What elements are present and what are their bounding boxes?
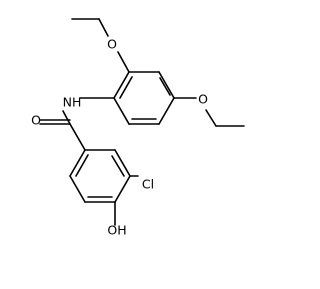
bond-n-c [62, 110, 71, 125]
bond-a6-a1 [113, 97, 130, 125]
bond-b6-b1-double [75, 154, 89, 177]
bond-b3-b4 [114, 175, 131, 203]
bond-a4-a5 [158, 97, 175, 125]
atom-label-hydroxyl: OH [107, 223, 126, 238]
bond-o-ch3-para [205, 109, 217, 127]
chemical-structure: O O NH O Cl OH [31, 18, 245, 238]
bond-a3-a3b [159, 77, 171, 96]
bond-b2-b3-double [111, 155, 125, 177]
bond-a3-a4 [158, 71, 175, 99]
bond-a1-a2 [113, 71, 130, 99]
bond-lines [39, 18, 245, 226]
bond-c-b1 [69, 123, 86, 151]
bond-b2-b3 [114, 149, 131, 177]
atom-labels: O O NH O Cl OH [31, 37, 208, 238]
bond-a1-a2-double [119, 76, 133, 99]
atom-label-carbonyl-o: O [31, 113, 41, 128]
atom-label-methoxy-ortho-o: O [107, 37, 117, 52]
bond-o-ch3-ortho [98, 18, 109, 37]
bond-a2-o [117, 51, 130, 73]
bond-b6-b1 [69, 149, 86, 177]
atom-label-amide-nh: NH [63, 95, 82, 110]
bond-b5-b6 [69, 175, 86, 203]
atom-label-methoxy-para-o: O [198, 92, 208, 107]
atom-label-chloro: Cl [142, 177, 154, 192]
